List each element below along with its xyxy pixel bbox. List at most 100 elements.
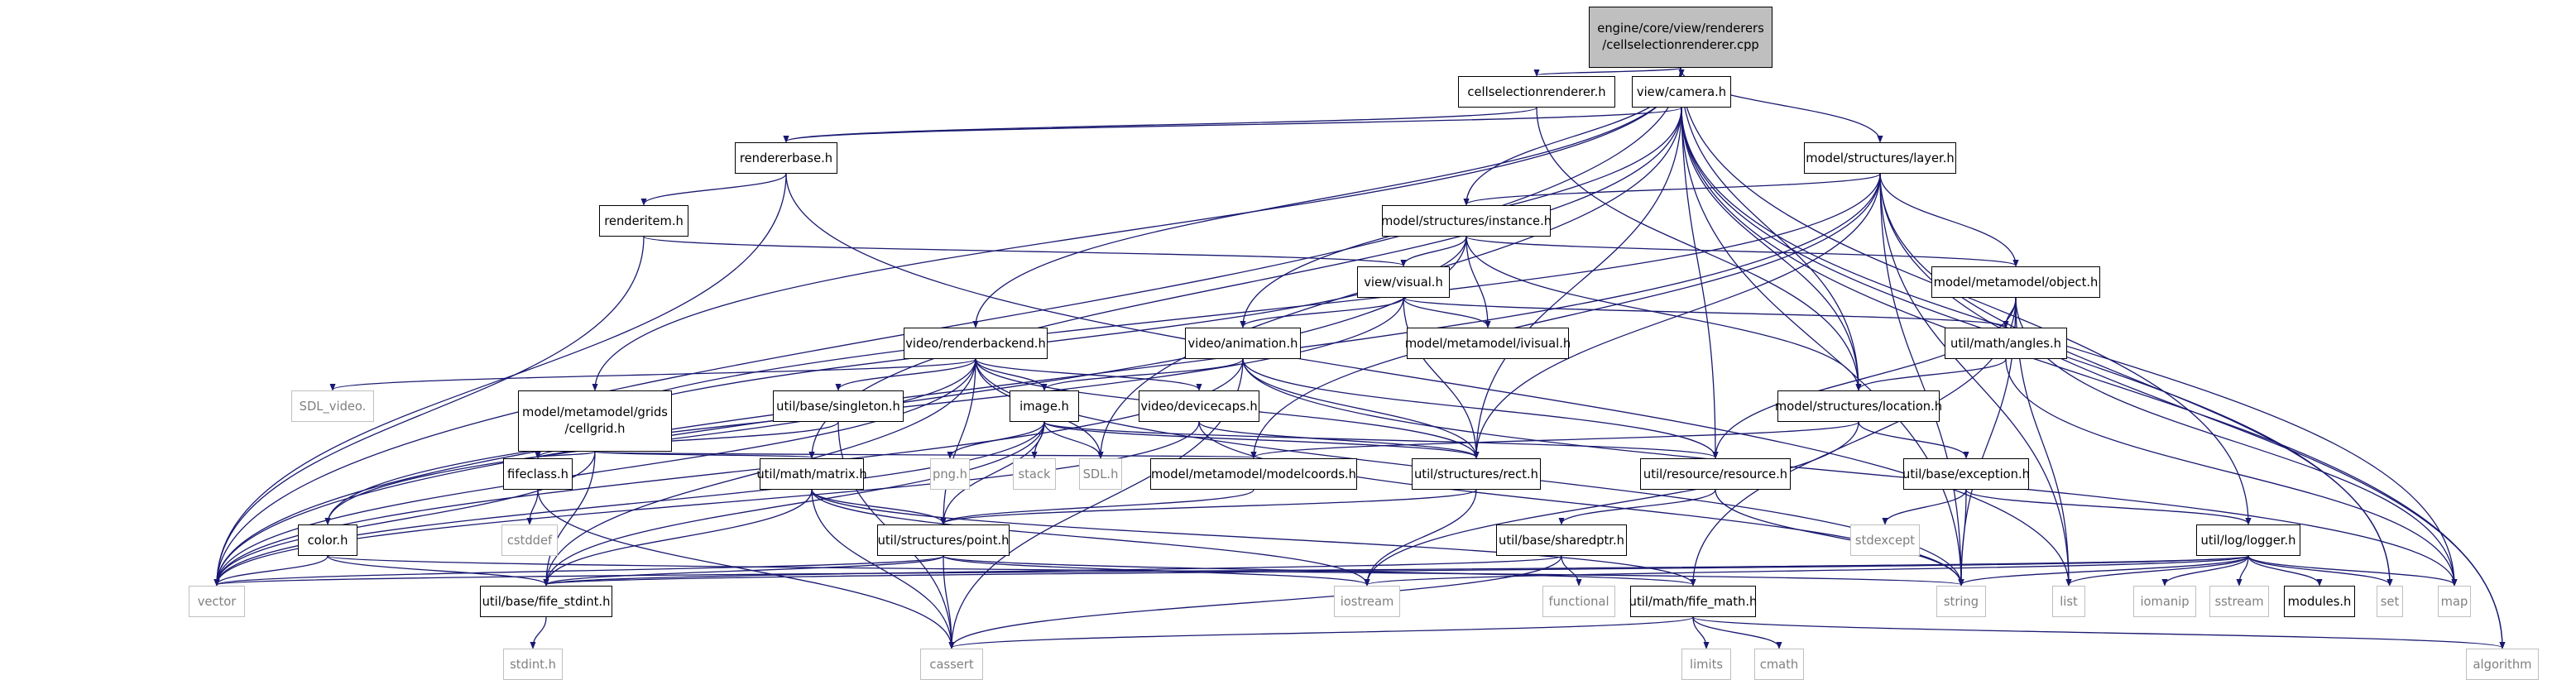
node-fifeclass-h[interactable]: fifeclass.h [503,458,573,490]
edge-renderbackend_h-to-devicecaps_h [975,358,1199,390]
edge-point_h-to-vector [217,555,944,585]
node-algorithm: algorithm [2466,649,2539,680]
dependency-edges [217,67,2502,648]
edge-exception_h-to-logger_h [1965,489,2248,524]
node-rendererbase-h[interactable]: rendererbase.h [735,142,837,174]
edge-visual_h-to-rect_h [1403,297,1476,457]
edge-resource_h-to-sharedptr_h [1561,489,1716,524]
edge-renderitem_h-to-visual_h [643,236,1403,266]
edge-root-to-resource_h [1680,67,1715,457]
edge-fifeclass_h-to-cassert [537,489,952,648]
edge-root-to-location_h [1680,67,1859,390]
edge-camera_h-to-location_h [1681,107,1859,390]
node-color-h[interactable]: color.h [298,524,357,556]
edge-instance_h-to-object_h [1465,236,2016,266]
edge-layer_h-to-algorithm [1879,173,2502,648]
edge-logger_h-to-set [2247,555,2390,585]
edge-camera_h-to-rendererbase_h [786,107,1682,141]
edge-modelcoords_h-to-point_h [943,489,1254,524]
edge-exception_h-to-string [1961,489,1967,585]
edge-point_h-to-cassert [943,555,952,648]
edge-matrix_h-to-point_h [811,489,943,524]
node-view-visual-h[interactable]: view/visual.h [1357,266,1450,298]
node-png-h: png.h [930,458,970,490]
node-string: string [1936,586,1986,617]
edge-root-to-renderbackend_h [976,67,1681,327]
edge-fifeclass_h-to-cstddef [530,489,539,524]
node-modules-h[interactable]: modules.h [2284,586,2355,617]
node-cellselectionrenderer-h[interactable]: cellselectionrenderer.h [1458,76,1615,108]
node-functional: functional [1542,586,1615,617]
edge-instance_h-to-location_h [1465,236,1859,390]
node-model-metamodel-grids-cellgrid-h[interactable]: model/metamodel/grids /cellgrid.h [518,390,672,452]
edge-object_h-to-resource_h [1715,297,2017,457]
node-util-structures-point-h[interactable]: util/structures/point.h [877,524,1010,556]
node-image-h[interactable]: image.h [1010,390,1079,422]
node-util-log-logger-h[interactable]: util/log/logger.h [2196,524,2300,556]
node-iomanip: iomanip [2133,586,2196,617]
edge-logger_h-to-modules_h [2247,555,2319,585]
edge-instance_h-to-visual_h [1403,236,1467,266]
node-video-renderbackend-h[interactable]: video/renderbackend.h [904,328,1048,359]
edge-matrix_h-to-iostream [811,489,1367,585]
node-limits: limits [1681,649,1731,680]
node-cellselectionrenderer-cpp: engine/core/view/renderers /cellselectio… [1589,7,1772,68]
edge-cellgrid_h-to-matrix_h [594,451,812,457]
edge-instance_h-to-ivisual_h [1465,236,1488,327]
node-model-structures-location-h[interactable]: model/structures/location.h [1775,390,1942,422]
edge-rendererbase_h-to-renderitem_h [644,173,787,204]
node-util-base-sharedptr-h[interactable]: util/base/sharedptr.h [1496,524,1627,556]
node-view-camera-h[interactable]: view/camera.h [1632,76,1731,108]
edge-visual_h-to-ivisual_h [1403,297,1488,327]
edge-cellselectionrenderer_h-to-location_h [1536,107,1859,390]
edge-layer_h-to-vector [217,173,1881,585]
node-vector: vector [189,586,245,617]
node-model-structures-layer-h[interactable]: model/structures/layer.h [1804,142,1956,174]
edge-camera_h-to-matrix_h [812,107,1682,457]
node-stdexcept: stdexcept [1850,524,1920,556]
edge-camera_h-to-map [1681,107,2454,585]
node-sdl-h: SDL.h [1079,458,1122,490]
node-util-math-angles-h[interactable]: util/math/angles.h [1945,328,2067,359]
edge-cellgrid_h-to-vector [217,451,596,585]
node-cstddef: cstddef [501,524,558,556]
node-list: list [2052,586,2085,617]
node-util-base-singleton-h[interactable]: util/base/singleton.h [773,390,904,422]
node-util-base-fife-stdint-h[interactable]: util/base/fife_stdint.h [480,586,612,617]
edge-layer_h-to-rect_h [1476,173,1881,457]
node-model-metamodel-modelcoords-h[interactable]: model/metamodel/modelcoords.h [1150,458,1357,490]
node-video-devicecaps-h[interactable]: video/devicecaps.h [1139,390,1259,422]
edge-visual_h-to-angles_h [1403,297,2006,327]
edge-renderbackend_h-to-singleton_h [838,358,976,390]
node-util-structures-rect-h[interactable]: util/structures/rect.h [1412,458,1541,490]
edge-matrix_h-to-fife_math_h [811,489,1693,585]
edge-root-to-vector [217,67,1681,585]
edge-image_h-to-resource_h [1043,421,1715,457]
node-renderitem-h[interactable]: renderitem.h [599,205,688,237]
node-util-math-matrix-h[interactable]: util/math/matrix.h [756,458,867,490]
edge-logger_h-to-sstream [2239,555,2249,585]
node-iostream: iostream [1334,586,1400,617]
node-video-animation-h[interactable]: video/animation.h [1185,328,1301,359]
node-sdl-video: SDL_video. [291,390,374,422]
edge-fife_math_h-to-cmath [1692,616,1779,648]
node-util-resource-resource-h[interactable]: util/resource/resource.h [1640,458,1791,490]
edge-sharedptr_h-to-fife_stdint_h [546,555,1562,585]
node-model-structures-instance-h[interactable]: model/structures/instance.h [1381,205,1552,237]
node-model-metamodel-ivisual-h[interactable]: model/metamodel/ivisual.h [1405,328,1571,359]
edge-logger_h-to-fife_stdint_h [546,555,2249,585]
edge-fife_math_h-to-cassert [952,616,1694,648]
node-util-base-exception-h[interactable]: util/base/exception.h [1902,458,2030,490]
edge-logger_h-to-string [1961,555,2249,585]
node-util-math-fife-math-h[interactable]: util/math/fife_math.h [1629,586,1757,617]
node-model-metamodel-object-h[interactable]: model/metamodel/object.h [1931,266,2100,298]
edge-rendererbase_h-to-list [785,173,2069,585]
edge-angles_h-to-location_h [1859,358,2007,390]
edge-point_h-to-iostream [943,555,1367,585]
edge-devicecaps_h-to-rect_h [1198,421,1476,457]
edge-visual_h-to-animation_h [1243,297,1404,327]
edge-logger_h-to-map [2247,555,2454,585]
edge-sharedptr_h-to-functional [1561,555,1579,585]
edge-root-to-cellgrid_h [595,67,1681,390]
